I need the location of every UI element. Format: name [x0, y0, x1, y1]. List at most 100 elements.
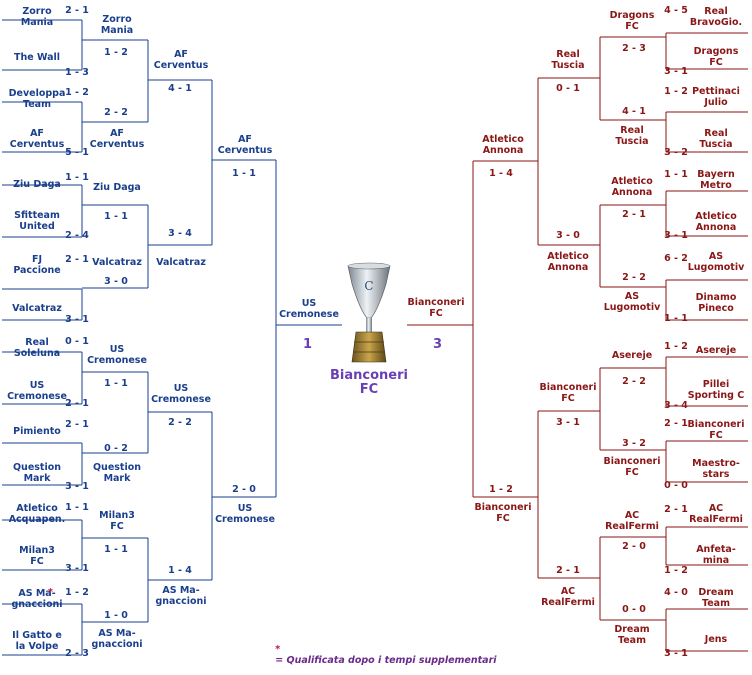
match-score-left-r2: 1 - 0	[104, 610, 128, 621]
final-score-right: 3	[433, 337, 443, 352]
match-score-left-r3: 4 - 1	[168, 83, 192, 94]
match-score-left-r1: 5 - 1	[65, 147, 89, 158]
match-score-right-r1: 1 - 1	[664, 169, 688, 180]
match-score-left-r4: 1 - 1	[232, 168, 256, 179]
team-name-right-r1: Bianconeri FC	[687, 419, 745, 441]
match-score-left-r3: 1 - 4	[168, 565, 192, 576]
match-score-right-r2: 3 - 2	[622, 438, 646, 449]
team-name-right-r1: Bayern Metro	[697, 169, 735, 191]
team-name-left-r4: US Cremonese	[215, 503, 275, 525]
team-name-right-r1: Anfeta- mina	[696, 544, 736, 566]
match-score-right-r2: 2 - 2	[622, 272, 646, 283]
team-name-right-r1: AC RealFermi	[689, 503, 743, 525]
team-name-right-r1: Dinamo Pineco	[695, 292, 737, 314]
match-score-right-r1: 4 - 0	[664, 587, 688, 598]
match-score-right-r1: 3 - 1	[664, 230, 688, 241]
team-name-right-r2: Dream Team	[614, 624, 650, 646]
team-name-right-r3: AC RealFermi	[541, 586, 595, 608]
team-name-left-r2: Ziu Daga	[93, 182, 141, 193]
team-name-left-r1: Real Soleluna	[13, 337, 61, 359]
match-score-right-r1: 1 - 2	[664, 341, 688, 352]
team-name-left-r1: Valcatraz	[12, 303, 62, 314]
match-score-right-r1: 3 - 1	[664, 648, 688, 659]
team-name-right-r2: Real Tuscia	[615, 125, 649, 147]
team-name-left-r1: Zorro Mania	[20, 6, 54, 28]
team-name-right-r1: Real Tuscia	[699, 128, 733, 150]
match-score-right-r4: 1 - 4	[489, 168, 513, 179]
match-score-left-r4: 2 - 0	[232, 484, 256, 495]
match-score-left-r1: 1 - 1	[65, 502, 89, 513]
match-score-left-r1: 3 - 1	[65, 563, 89, 574]
match-score-left-r3: 2 - 2	[168, 417, 192, 428]
match-score-right-r2: 2 - 1	[622, 209, 646, 220]
match-score-left-r2: 1 - 2	[104, 47, 128, 58]
match-score-right-r1: 1 - 2	[664, 86, 688, 97]
team-name-right-r1: Dream Team	[698, 587, 734, 609]
match-score-left-r2: 3 - 0	[104, 276, 128, 287]
team-name-right-r1: Maestro- stars	[692, 458, 740, 480]
match-score-left-r1: 1 - 2	[65, 87, 89, 98]
match-score-left-r2: 0 - 2	[104, 443, 128, 454]
team-name-right-r2: Atletico Annona	[611, 176, 653, 198]
team-name-left-r3: AS Ma- gnaccioni	[155, 585, 207, 607]
match-score-left-r1: 2 - 1	[65, 419, 89, 430]
team-name-right-r1: Dragons FC	[693, 46, 739, 68]
team-name-left-r3: US Cremonese	[151, 383, 211, 405]
team-name-left-r1: US Cremonese	[7, 380, 67, 402]
team-name-right-r3: Real Tuscia	[551, 49, 585, 71]
match-score-right-r2: 2 - 3	[622, 43, 646, 54]
team-name-left-r1: The Wall	[13, 52, 61, 63]
match-score-right-r1: 1 - 1	[664, 313, 688, 324]
match-score-right-r1: 3 - 4	[664, 400, 688, 411]
team-name-left-r1: AS Ma- gnaccioni	[11, 588, 63, 610]
team-name-right-r2: Asereje	[611, 350, 653, 361]
match-score-right-r1: 1 - 2	[664, 565, 688, 576]
match-score-right-r2: 2 - 2	[622, 376, 646, 387]
match-score-right-r1: 6 - 2	[664, 253, 688, 264]
match-score-left-r3: 3 - 4	[168, 228, 192, 239]
team-name-right-r1: Jens	[704, 634, 728, 645]
team-name-right-r2: AC RealFermi	[605, 510, 659, 532]
team-name-left-r2: Milan3 FC	[99, 510, 135, 532]
svg-text:C: C	[364, 279, 373, 293]
team-name-left-r1: Pimiento	[13, 426, 61, 437]
match-score-left-r1: 2 - 4	[65, 230, 89, 241]
team-name-left-r1: AF Cerventus	[9, 128, 65, 150]
match-score-right-r1: 2 - 1	[664, 418, 688, 429]
team-name-right-r2: AS Lugomotiv	[603, 291, 661, 313]
match-score-left-r1: 1 - 2	[65, 587, 89, 598]
team-name-left-r2: Zorro Mania	[100, 14, 134, 36]
team-name-left-r2: Question Mark	[92, 462, 142, 484]
team-name-left-r2: US Cremonese	[87, 344, 147, 366]
footnote-star: *	[275, 644, 281, 655]
match-score-left-r2: 1 - 1	[104, 378, 128, 389]
match-score-right-r2: 0 - 0	[622, 604, 646, 615]
match-score-right-r3: 2 - 1	[556, 565, 580, 576]
match-score-left-r1: 2 - 1	[65, 254, 89, 265]
footnote: * = Qualificata dopo i tempi supplementa…	[262, 633, 497, 675]
team-name-left-r2: Valcatraz	[92, 257, 142, 268]
team-name-left-r1: Il Gatto e la Volpe	[12, 630, 62, 652]
team-name-right-r4: Bianconeri FC	[474, 502, 532, 524]
match-score-right-r1: 3 - 2	[664, 147, 688, 158]
match-score-left-r2: 1 - 1	[104, 544, 128, 555]
team-name-right-r3: Atletico Annona	[547, 251, 589, 273]
final-score-left: 1	[303, 337, 313, 352]
team-name-left-r1: FJ Paccione	[13, 254, 61, 276]
footnote-text: = Qualificata dopo i tempi supplementari	[275, 655, 497, 666]
match-score-left-r1: 0 - 1	[65, 336, 89, 347]
match-score-right-r2: 2 - 0	[622, 541, 646, 552]
match-score-left-r1: 2 - 3	[65, 648, 89, 659]
team-name-left-r1: Atletico Acquapen.	[8, 503, 66, 525]
team-name-left-r1: Question Mark	[12, 462, 62, 484]
team-name-left-r1: Developpa Team	[8, 88, 66, 110]
match-score-right-r1: 2 - 1	[664, 504, 688, 515]
match-score-left-r1: 2 - 1	[65, 398, 89, 409]
team-name-left-r4: AF Cerventus	[217, 134, 273, 156]
trophy-icon: C	[347, 262, 391, 363]
team-name-left-r3: Valcatraz	[156, 257, 206, 268]
match-score-left-r1: 2 - 1	[65, 5, 89, 16]
team-name-left-r1: Sfitteam United	[14, 210, 60, 232]
team-name-right-r4: Atletico Annona	[482, 134, 524, 156]
finalist-left: US Cremonese	[279, 298, 339, 320]
